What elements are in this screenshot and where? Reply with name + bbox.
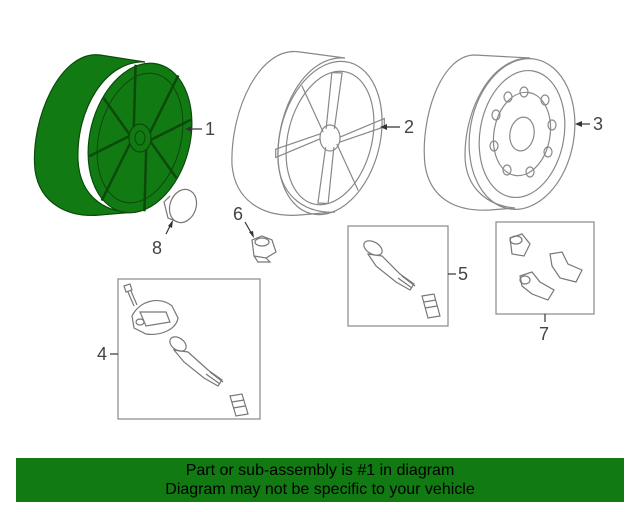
alloy-wheel-part-2[interactable] xyxy=(231,50,397,226)
svg-text:3: 3 xyxy=(593,114,603,134)
banner-line-part: Part or sub-assembly is #1 in diagram xyxy=(185,462,455,479)
steel-wheel-part-3[interactable] xyxy=(423,50,586,218)
svg-text:4: 4 xyxy=(97,344,107,364)
wheel-lock-kit-part-7[interactable] xyxy=(495,221,595,315)
svg-text:1: 1 xyxy=(205,119,215,139)
svg-text:7: 7 xyxy=(539,324,549,344)
callout-6: 6 xyxy=(233,204,254,238)
callout-3: 3 xyxy=(575,114,603,134)
callout-4: 4 xyxy=(97,344,118,364)
callout-7: 7 xyxy=(539,314,549,344)
callout-1: 1 xyxy=(185,119,215,139)
banner-line-disclaimer: Diagram may not be specific to your vehi… xyxy=(165,481,475,498)
callout-8: 8 xyxy=(152,220,173,258)
callout-5: 5 xyxy=(448,264,468,284)
svg-text:2: 2 xyxy=(404,117,414,137)
tpms-sensor-kit-part-4[interactable] xyxy=(117,278,261,420)
svg-text:8: 8 xyxy=(152,238,162,258)
alloy-wheel-part-1[interactable] xyxy=(33,52,206,224)
center-cap-part-8[interactable] xyxy=(163,186,201,227)
svg-text:6: 6 xyxy=(233,204,243,224)
callout-2: 2 xyxy=(380,117,414,137)
svg-text:5: 5 xyxy=(458,264,468,284)
part-info-banner: Part or sub-assembly is #1 in diagram Di… xyxy=(16,458,624,502)
lug-nut-part-6[interactable] xyxy=(251,235,277,263)
parts-diagram: 1 2 3 xyxy=(33,50,603,420)
valve-stem-kit-part-5[interactable] xyxy=(347,225,449,327)
